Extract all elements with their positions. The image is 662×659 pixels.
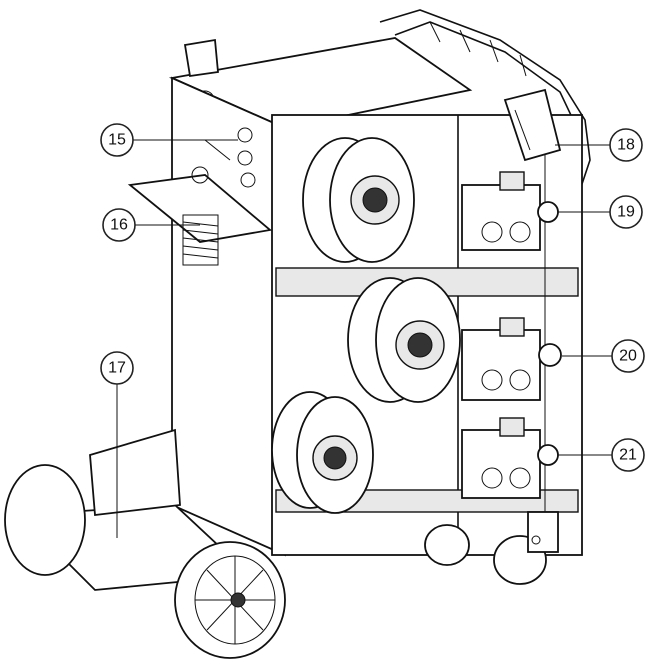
leader-lines — [116, 139, 612, 538]
callout-18: 18 — [609, 128, 643, 162]
wire-spool-middle — [347, 277, 461, 403]
left-side-panel — [127, 76, 286, 557]
callout-17-label: 17 — [108, 360, 126, 377]
wire-spool-bottom — [271, 391, 374, 514]
callout-20-label: 20 — [619, 348, 637, 365]
callout-18-label: 18 — [617, 137, 635, 154]
wire-feeder-bottom — [461, 417, 559, 499]
caster-wheel-right — [493, 511, 559, 585]
callout-19: 19 — [609, 195, 643, 229]
callout-15: 15 — [100, 123, 134, 157]
callout-21: 21 — [611, 438, 645, 472]
wire-feeder-middle — [461, 317, 562, 401]
large-wheel-rear — [4, 464, 86, 576]
callout-21-label: 21 — [619, 447, 637, 464]
vent-grille — [182, 214, 219, 266]
wire-spool-top — [302, 137, 415, 263]
wire-feeder-top — [461, 171, 559, 251]
callout-17: 17 — [100, 351, 134, 385]
callout-15-label: 15 — [108, 132, 126, 149]
callout-16: 16 — [102, 208, 136, 242]
caster-wheel-left — [424, 524, 470, 566]
callout-20: 20 — [611, 339, 645, 373]
cable-hook — [503, 88, 562, 162]
large-wheel-front — [174, 541, 286, 659]
callout-16-label: 16 — [110, 217, 128, 234]
callout-19-label: 19 — [617, 204, 635, 221]
